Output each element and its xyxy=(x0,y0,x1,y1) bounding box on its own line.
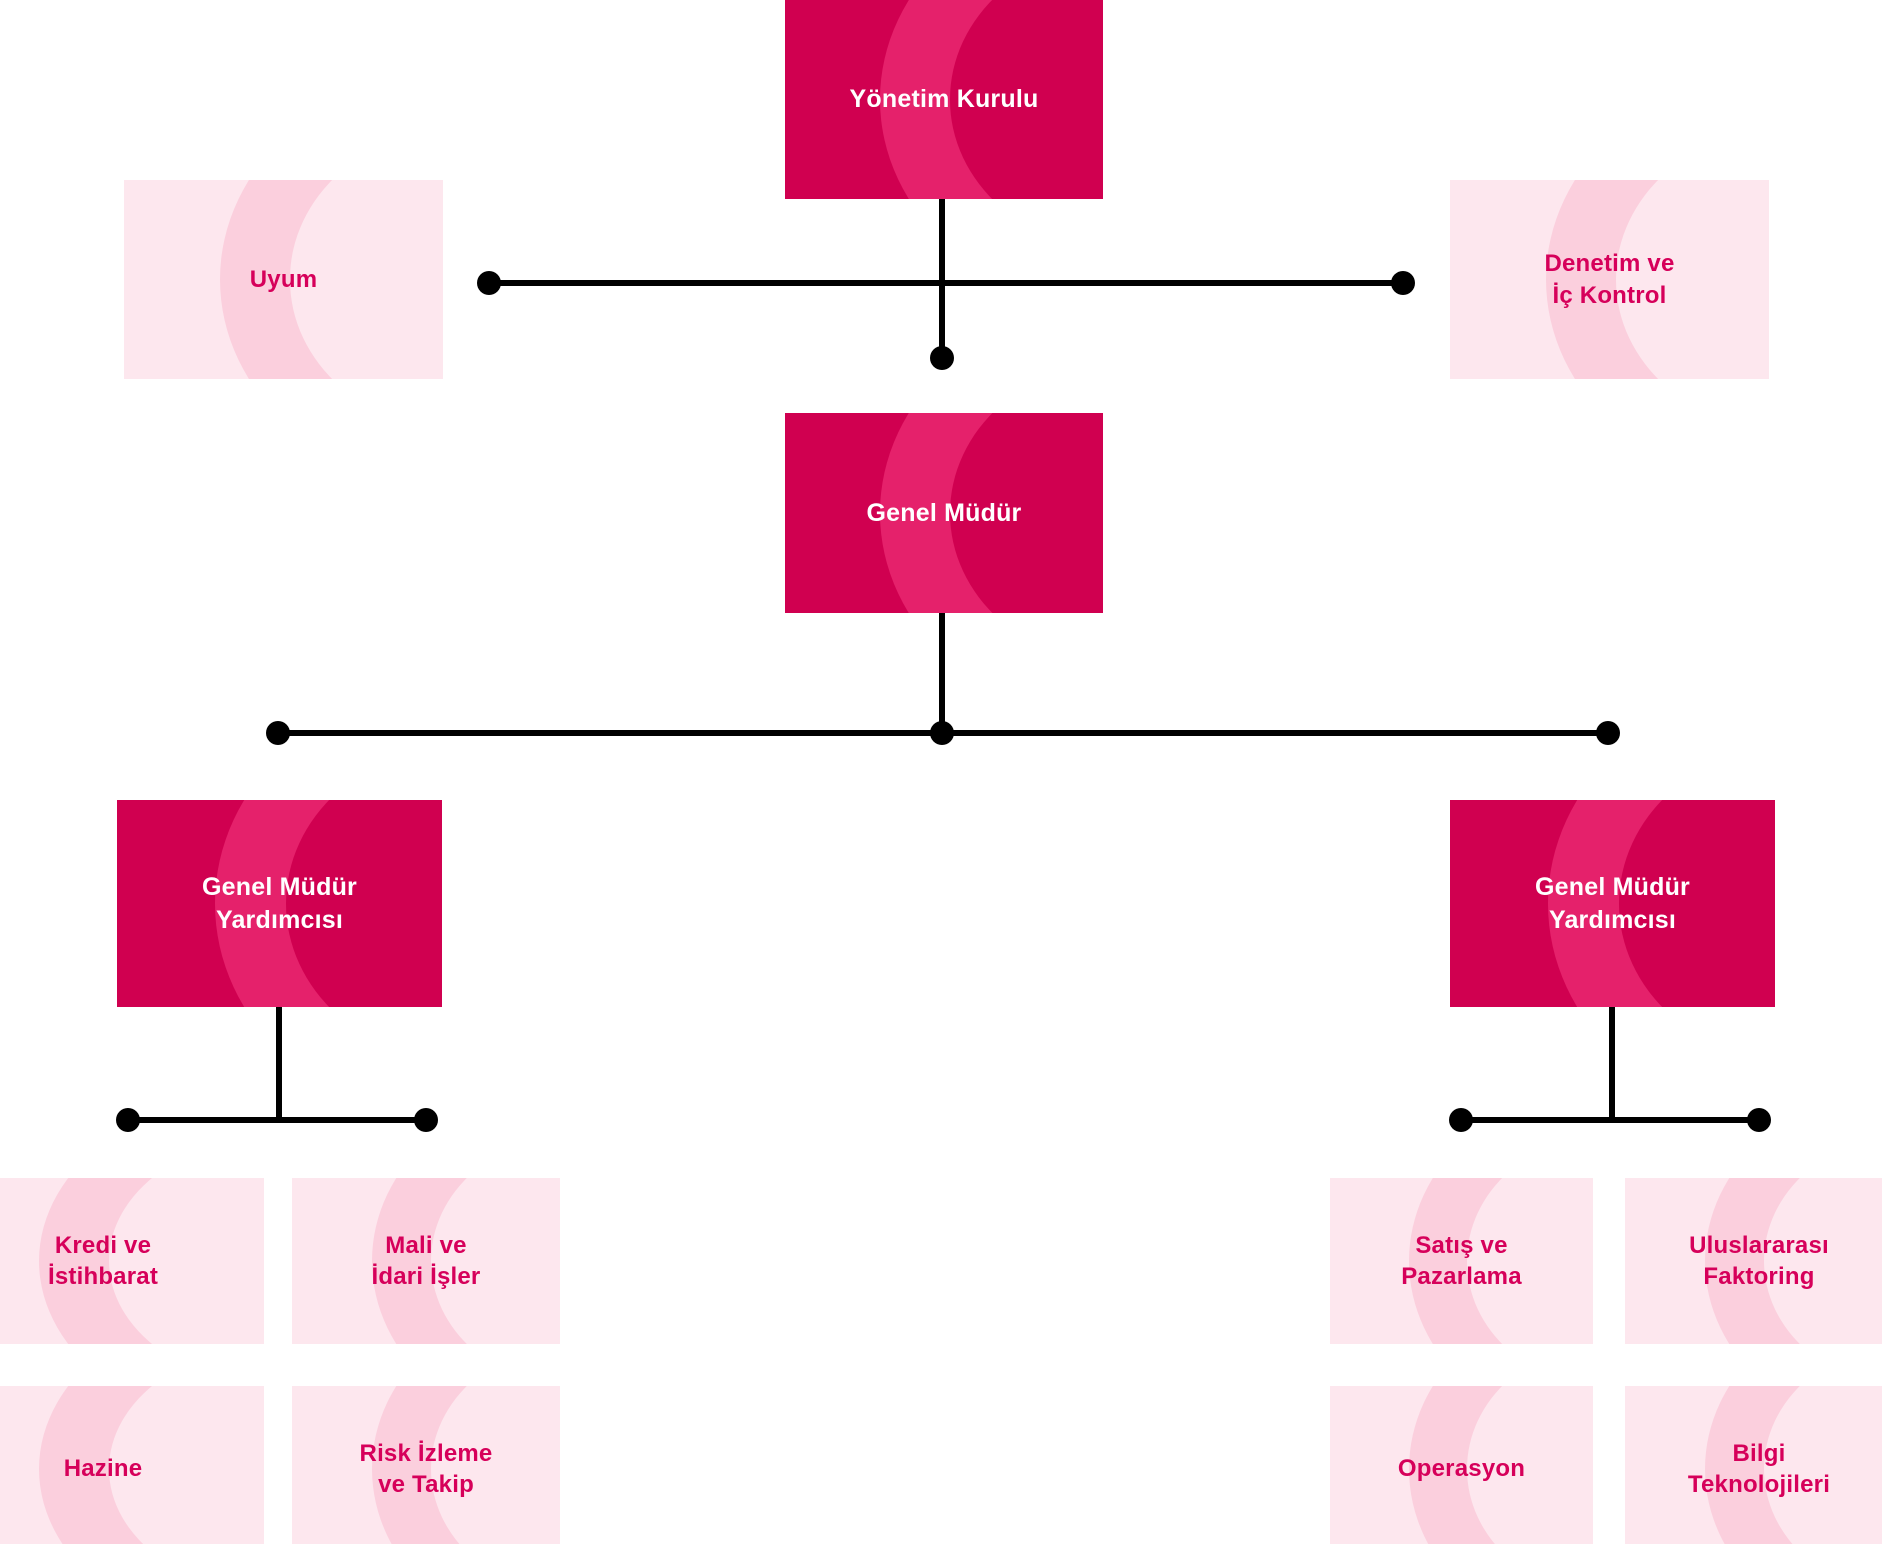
connector-dot-deputy-left xyxy=(266,721,290,745)
node-mali-ve-idari-isler[interactable]: Mali ve İdari İşler xyxy=(292,1178,560,1344)
connector-dot-dept-right-a xyxy=(1449,1108,1473,1132)
node-label: Risk İzleme ve Takip xyxy=(359,1439,493,1498)
connector-board-vertical xyxy=(939,199,945,358)
node-label: Yönetim Kurulu xyxy=(849,85,1039,114)
connector-deputy-left-vertical xyxy=(276,1007,282,1123)
node-label: Uyum xyxy=(249,265,318,293)
node-label: Satış ve Pazarlama xyxy=(1401,1231,1522,1290)
node-risk-izleme-ve-takip[interactable]: Risk İzleme ve Takip xyxy=(292,1386,560,1544)
connector-dot-dept-right-b xyxy=(1747,1108,1771,1132)
node-genel-mudur-yardimcisi-left[interactable]: Genel Müdür Yardımcısı xyxy=(117,800,442,1007)
node-label: Genel Müdür Yardımcısı xyxy=(202,873,357,934)
connector-departments-right-horizontal xyxy=(1461,1117,1759,1123)
node-uyum[interactable]: Uyum xyxy=(124,180,443,379)
node-operasyon[interactable]: Operasyon xyxy=(1330,1386,1593,1544)
node-genel-mudur[interactable]: Genel Müdür xyxy=(785,413,1103,613)
node-denetim-ve-ic-kontrol[interactable]: Denetim ve İç Kontrol xyxy=(1450,180,1769,379)
node-kredi-ve-istihbarat[interactable]: Kredi ve İstihbarat xyxy=(0,1178,264,1344)
connector-departments-left-horizontal xyxy=(128,1117,426,1123)
connector-deputy-right-vertical xyxy=(1609,1007,1615,1123)
node-label: Mali ve İdari İşler xyxy=(371,1231,481,1290)
node-label: Uluslararası Faktoring xyxy=(1689,1231,1829,1290)
node-label: Kredi ve İstihbarat xyxy=(47,1231,159,1290)
node-satis-ve-pazarlama[interactable]: Satış ve Pazarlama xyxy=(1330,1178,1593,1344)
node-label: Hazine xyxy=(63,1455,143,1483)
node-hazine[interactable]: Hazine xyxy=(0,1386,264,1544)
node-label: Bilgi Teknolojileri xyxy=(1687,1439,1831,1498)
node-yonetim-kurulu[interactable]: Yönetim Kurulu xyxy=(785,0,1103,199)
connector-dot-dept-left-a xyxy=(116,1108,140,1132)
node-uluslararasi-faktoring[interactable]: Uluslararası Faktoring xyxy=(1625,1178,1882,1344)
node-label: Genel Müdür xyxy=(866,498,1022,527)
connector-dot-deputy-center xyxy=(930,721,954,745)
connector-dot-staff-right xyxy=(1391,271,1415,295)
connector-dot-board-bottom xyxy=(930,346,954,370)
connector-dot-staff-left xyxy=(477,271,501,295)
connector-dot-dept-left-b xyxy=(414,1108,438,1132)
connector-dot-deputy-right xyxy=(1596,721,1620,745)
connector-staff-horizontal xyxy=(489,280,1403,286)
node-genel-mudur-yardimcisi-right[interactable]: Genel Müdür Yardımcısı xyxy=(1450,800,1775,1007)
node-label: Genel Müdür Yardımcısı xyxy=(1535,873,1690,934)
node-label: Denetim ve İç Kontrol xyxy=(1544,250,1675,309)
node-label: Operasyon xyxy=(1397,1455,1526,1483)
node-bilgi-teknolojileri[interactable]: Bilgi Teknolojileri xyxy=(1625,1386,1882,1544)
connector-gm-vertical xyxy=(939,613,945,736)
